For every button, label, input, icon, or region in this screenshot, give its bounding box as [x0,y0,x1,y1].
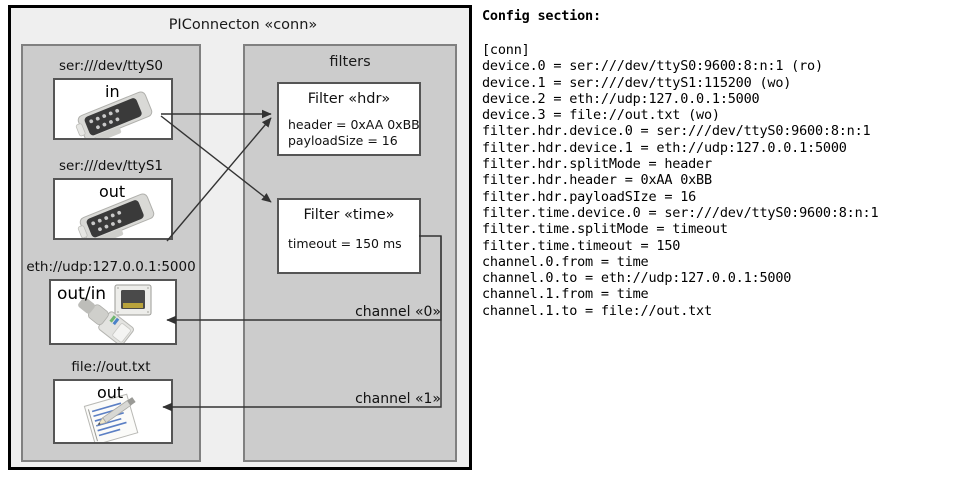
device-node-ttyS1[interactable]: out [53,178,173,240]
filter-node-hdr[interactable]: Filter «hdr» header = 0xAA 0xBB payloadS… [277,82,421,156]
device-node-file[interactable]: out [53,379,173,444]
config-line: filter.hdr.header = 0xAA 0xBB [482,172,712,189]
filter-title-time: Filter «time» [303,207,395,223]
config-heading: Config section: [482,8,601,24]
device-label-eth: eth://udp:127.0.0.1:5000 [26,259,196,275]
config-line: filter.hdr.splitMode = header [482,156,712,173]
device-direction-ttyS1: out [99,182,126,201]
config-line: filter.time.splitMode = timeout [482,221,728,238]
ethernet-jack-icon [78,284,152,343]
config-line: filter.time.device.0 = ser:///dev/ttyS0:… [482,204,879,221]
filter-attr-hdr-payloadsize: payloadSize = 16 [288,133,398,148]
config-section: Config section: [conn]device.0 = ser:///… [482,8,960,319]
config-line: filter.hdr.device.1 = eth://udp:127.0.0.… [482,139,847,156]
filter-attr-hdr-header: header = 0xAA 0xBB [288,117,420,132]
config-line: [conn] [482,42,530,58]
devices-panel: ser:///dev/ttyS0 in [21,44,201,462]
filter-node-time[interactable]: Filter «time» timeout = 150 ms [277,198,421,274]
filters-panel-title: filters [329,54,371,70]
config-line: channel.0.to = eth://udp:127.0.0.1:5000 [482,270,792,287]
device-node-ttyS0[interactable]: in [53,78,173,140]
device-label-ttyS1: ser:///dev/ttyS1 [59,158,163,174]
device-label-file: file://out.txt [71,359,151,375]
config-line: device.3 = file://out.txt (wo) [482,107,720,124]
channel-label-0: channel «0» [355,304,441,320]
filter-title-hdr: Filter «hdr» [307,91,391,107]
config-line: device.0 = ser:///dev/ttyS0:9600:8:n:1 (… [482,58,823,75]
config-line: channel.1.from = time [482,286,649,303]
config-line: device.2 = eth://udp:127.0.0.1:5000 [482,90,760,107]
device-node-eth[interactable]: out/in [49,279,177,345]
text-file-icon [83,393,139,442]
config-line: filter.hdr.payloadSIze = 16 [482,188,697,205]
device-direction-file: out [97,383,124,402]
config-text-block: [conn]device.0 = ser:///dev/ttyS0:9600:8… [482,42,960,319]
diagram-title: PIConnecton «conn» [168,17,318,33]
device-direction-eth: out/in [57,284,107,304]
serial-port-icon [75,91,153,138]
config-line: channel.1.to = file://out.txt [482,302,712,319]
filters-panel: filters Filter «hdr» header = 0xAA 0xBB … [243,44,457,462]
serial-port-icon [77,193,155,238]
device-label-ttyS0: ser:///dev/ttyS0 [59,58,163,74]
filter-attr-time-timeout: timeout = 150 ms [288,236,402,251]
device-direction-ttyS0: in [105,82,120,101]
channel-label-1: channel «1» [355,391,441,407]
config-line: filter.time.timeout = 150 [482,237,681,254]
config-line: channel.0.from = time [482,253,649,270]
diagram-outer-frame: PIConnecton «conn» ser:///dev/ttyS0 in [8,5,472,470]
config-line: device.1 = ser:///dev/ttyS1:115200 (wo) [482,74,792,91]
config-line: filter.hdr.device.0 = ser:///dev/ttyS0:9… [482,123,871,140]
